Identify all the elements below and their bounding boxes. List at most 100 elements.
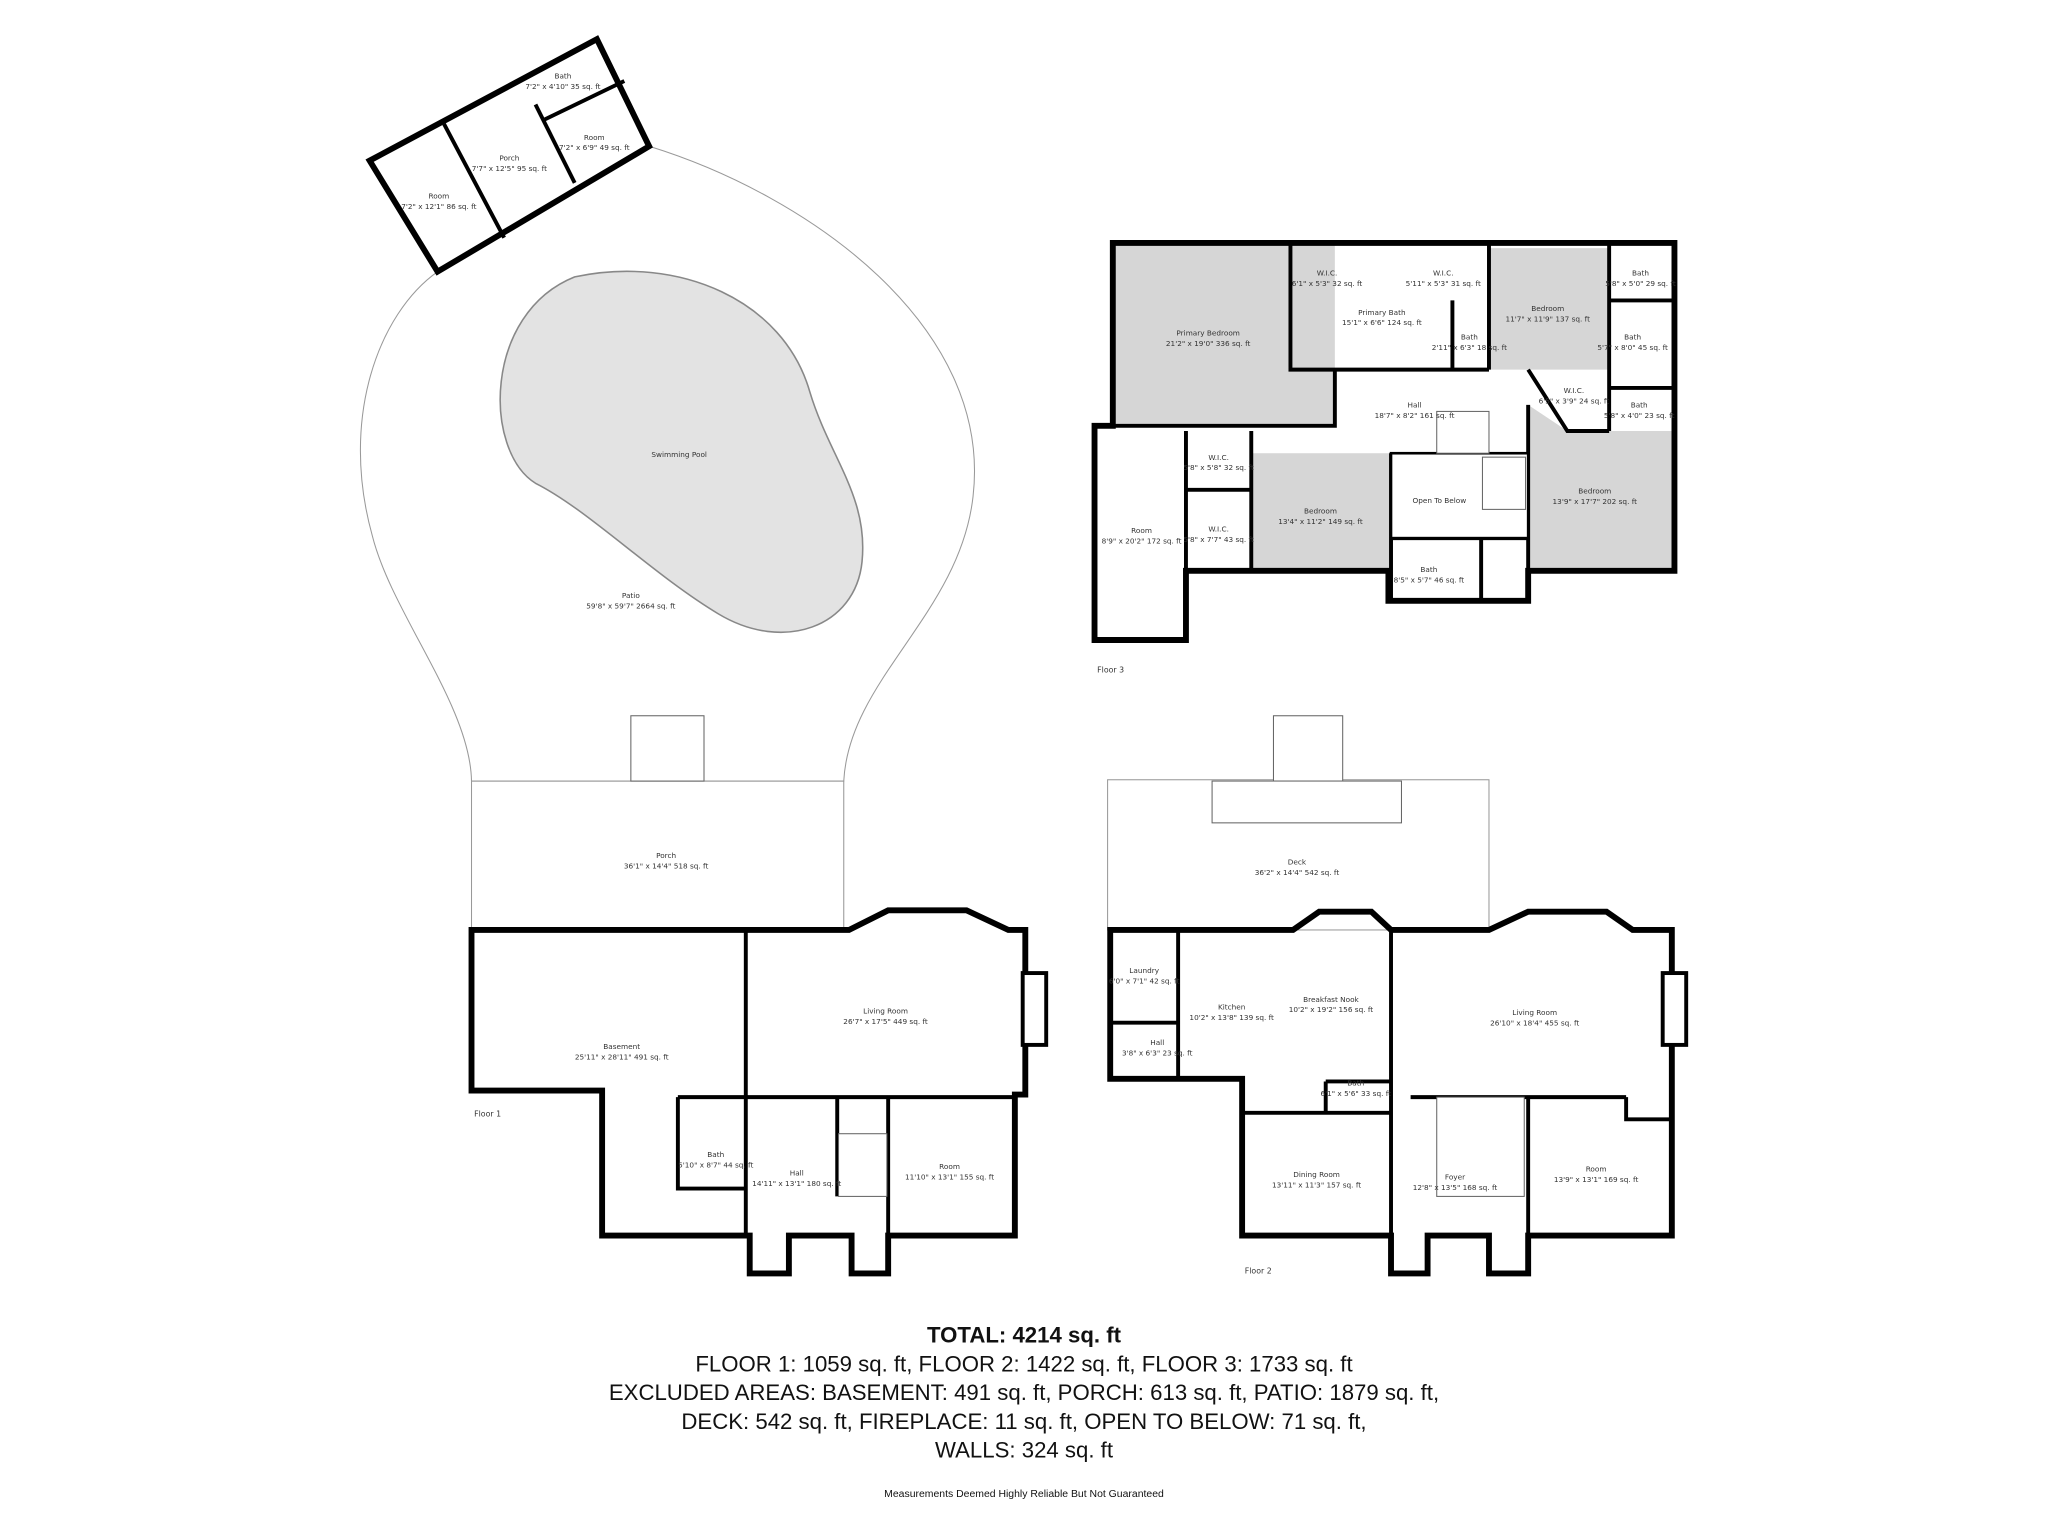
room-dimensions: 13'9" x 13'1" 169 sq. ft xyxy=(1554,1175,1639,1184)
floor1-stairs xyxy=(838,1133,888,1197)
room-name: Hall xyxy=(790,1169,804,1178)
room-name: Open To Below xyxy=(1412,496,1466,505)
room-dimensions: 6'1" x 5'3" 32 sq. ft xyxy=(1292,279,1363,288)
room-name: Room xyxy=(1131,526,1152,535)
pool-house-wall xyxy=(533,103,577,184)
room-dimensions: 25'11" x 28'11" 491 sq. ft xyxy=(575,1052,669,1061)
room-name: Basement xyxy=(603,1042,640,1051)
room-dimensions: 13'11" x 11'3" 157 sq. ft xyxy=(1272,1180,1361,1189)
room-name: Living Room xyxy=(863,1007,908,1016)
room-dimensions: 5'11" x 5'3" 31 sq. ft xyxy=(1406,279,1481,288)
room-dimensions: 5'8" x 7'7" 43 sq. ft xyxy=(1183,535,1254,544)
floor3-stairs xyxy=(1481,456,1527,510)
swimming-pool xyxy=(499,270,864,634)
room-dimensions: 26'10" x 18'4" 455 sq. ft xyxy=(1490,1018,1579,1027)
room-fill xyxy=(1528,404,1675,571)
room-dimensions: 7'7" x 12'5" 95 sq. ft xyxy=(472,164,547,173)
room-dimensions: 21'2" x 19'0" 336 sq. ft xyxy=(1166,339,1251,348)
room-dimensions: 15'1" x 6'6" 124 sq. ft xyxy=(1342,318,1422,327)
pool-house-walls xyxy=(365,35,653,276)
room-name: W.I.C. xyxy=(1317,269,1338,278)
foyer-stairs xyxy=(1436,1096,1525,1197)
room-dimensions: 11'7" x 11'9" 137 sq. ft xyxy=(1506,314,1591,323)
patio-outline xyxy=(360,145,975,782)
summary-total: TOTAL: 4214 sq. ft xyxy=(927,1323,1122,1348)
room-name: W.I.C. xyxy=(1433,269,1454,278)
room-name: Hall xyxy=(1150,1038,1164,1047)
floor-label: Floor 2 xyxy=(1245,1266,1272,1275)
room-dimensions: 36'2" x 14'4" 542 sq. ft xyxy=(1255,868,1340,877)
room-name: W.I.C. xyxy=(1208,525,1229,534)
pool-house-wall xyxy=(542,79,626,122)
room-dimensions: 14'11" x 13'1" 180 sq. ft xyxy=(752,1179,841,1188)
room-dimensions: 5'7" x 8'0" 45 sq. ft xyxy=(1597,343,1668,352)
floor2-interior-walls xyxy=(1110,929,1672,1236)
floor-label: Floor 1 xyxy=(474,1110,501,1119)
room-name: Porch xyxy=(656,851,676,860)
room-name: Deck xyxy=(1288,858,1307,867)
room-name: Room xyxy=(584,133,605,142)
room-dimensions: 6'0" x 7'1" 42 sq. ft xyxy=(1109,977,1180,986)
room-name: W.I.C. xyxy=(1208,453,1229,462)
room-name: Breakfast Nook xyxy=(1303,995,1359,1004)
room-name: Dining Room xyxy=(1293,1170,1340,1179)
room-dimensions: 26'7" x 17'5" 449 sq. ft xyxy=(843,1017,928,1026)
room-name: Porch xyxy=(499,154,519,163)
deck-stairs xyxy=(1272,715,1344,782)
room-name: W.I.C. xyxy=(1564,386,1585,395)
room-dimensions: 12'8" x 13'5" 168 sq. ft xyxy=(1413,1183,1498,1192)
summary-excluded: EXCLUDED AREAS: BASEMENT: 491 sq. ft, PO… xyxy=(609,1380,1439,1405)
room-fill xyxy=(1251,453,1392,571)
room-dimensions: 8'9" x 20'2" 172 sq. ft xyxy=(1102,536,1182,545)
room-name: Room xyxy=(939,1162,960,1171)
room-dimensions: 13'4" x 11'2" 149 sq. ft xyxy=(1278,517,1363,526)
room-name: Bath xyxy=(707,1150,724,1159)
room-dimensions: 18'7" x 8'2" 161 sq. ft xyxy=(1375,411,1455,420)
floor1-walls xyxy=(468,907,1029,1277)
room-dimensions: 6'1" x 5'6" 33 sq. ft xyxy=(1320,1089,1391,1098)
room-name: Swimming Pool xyxy=(651,450,707,459)
disclaimer: Measurements Deemed Highly Reliable But … xyxy=(884,1489,1164,1500)
room-name: Bath xyxy=(1624,333,1641,342)
room-name: Living Room xyxy=(1512,1008,1557,1017)
room-name: Foyer xyxy=(1445,1172,1465,1181)
room-name: Laundry xyxy=(1129,966,1159,975)
room-fill xyxy=(1488,248,1610,370)
room-name: Bedroom xyxy=(1304,506,1337,515)
room-dimensions: 11'10" x 13'1" 155 sq. ft xyxy=(905,1172,994,1181)
floor1-interior-walls xyxy=(675,929,1015,1236)
room-name: Bath xyxy=(1461,333,1478,342)
room-dimensions: 7'2" x 12'1" 86 sq. ft xyxy=(401,202,476,211)
room-fill xyxy=(1112,245,1335,426)
room-dimensions: 7'2" x 6'9" 49 sq. ft xyxy=(559,143,630,152)
fireplace-icon xyxy=(1660,971,1689,1047)
summary-walls: WALLS: 324 sq. ft xyxy=(935,1438,1113,1463)
room-name: Bedroom xyxy=(1578,487,1611,496)
deck-stairs xyxy=(1211,780,1402,824)
room-dimensions: 3'8" x 6'3" 23 sq. ft xyxy=(1122,1048,1193,1057)
room-name: Bath xyxy=(554,71,571,80)
room-name: Hall xyxy=(1408,401,1422,410)
fireplace-icon xyxy=(1020,971,1049,1047)
room-dimensions: 10'2" x 19'2" 156 sq. ft xyxy=(1289,1005,1374,1014)
floor3-stairs xyxy=(1436,410,1490,454)
room-dimensions: 6'5" x 3'9" 24 sq. ft xyxy=(1539,397,1610,406)
room-dimensions: 2'11" x 6'3" 18 sq. ft xyxy=(1432,343,1507,352)
room-name: Room xyxy=(428,192,449,201)
room-name: Bath xyxy=(1632,269,1649,278)
room-name: Room xyxy=(1586,1165,1607,1174)
porch-stairs xyxy=(630,715,705,782)
room-dimensions: 59'8" x 59'7" 2664 sq. ft xyxy=(586,602,675,611)
pool-house-wall xyxy=(442,123,506,239)
room-dimensions: 5'10" x 8'7" 44 sq. ft xyxy=(678,1161,753,1170)
room-name: Primary Bath xyxy=(1358,308,1405,317)
room-dimensions: 5'8" x 5'0" 29 sq. ft xyxy=(1605,279,1676,288)
room-name: Kitchen xyxy=(1218,1003,1245,1012)
room-name: Bath xyxy=(1347,1078,1364,1087)
floor3-walls xyxy=(1091,239,1678,643)
room-name: Bath xyxy=(1631,401,1648,410)
room-dimensions: 36'1" x 14'4" 518 sq. ft xyxy=(624,862,709,871)
room-dimensions: 5'8" x 5'8" 32 sq. ft xyxy=(1183,463,1254,472)
summary-excluded: DECK: 542 sq. ft, FIREPLACE: 11 sq. ft, … xyxy=(681,1409,1366,1434)
